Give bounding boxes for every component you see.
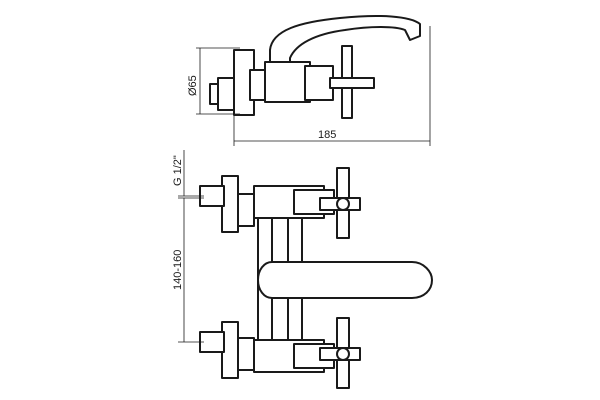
lower-nut <box>237 337 255 371</box>
top-view: Ø65 185 <box>187 15 431 146</box>
width-label: 185 <box>318 129 336 141</box>
diameter-label: Ø65 <box>187 75 199 96</box>
valve-body <box>304 65 334 101</box>
mixer-body <box>264 61 311 103</box>
spout <box>269 15 421 81</box>
front-spout <box>257 261 433 299</box>
thread-label: G 1/2" <box>172 155 184 186</box>
front-view: G 1/2" 140-160 <box>172 150 433 389</box>
inlet-nut <box>217 77 235 111</box>
lower-handle-cap <box>336 347 350 361</box>
upper-handle-cap <box>336 197 350 211</box>
upper-nut <box>237 193 255 227</box>
hex-nut <box>249 69 267 101</box>
cross-handle-arm <box>329 77 375 89</box>
spacing-label: 140-160 <box>172 250 184 290</box>
